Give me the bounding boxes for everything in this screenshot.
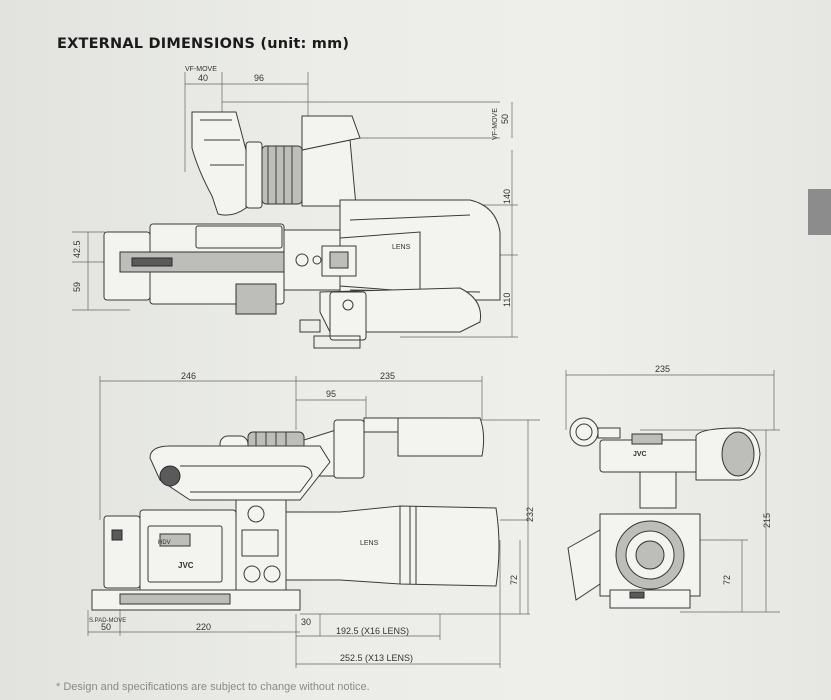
dim-width-246: 246 bbox=[181, 371, 196, 381]
top-view: VF-MOVE 40 96 LENS VF-MOVE 50 140 110 42… bbox=[72, 66, 518, 349]
dim-side-lens-72: 72 bbox=[509, 575, 519, 585]
page-edge-tab bbox=[808, 189, 831, 235]
vf-move-label: VF-MOVE bbox=[185, 66, 217, 73]
side-jvc-logo: JVC bbox=[178, 561, 194, 570]
s-pad-move-label: S.PAD-MOVE bbox=[89, 618, 126, 624]
dim-height-140: 140 bbox=[502, 189, 512, 204]
hdv-label: HDV bbox=[158, 540, 171, 546]
dim-top-width-96: 96 bbox=[254, 73, 264, 83]
side-view: HDV JVC LENS 246 235 95 232 72 S.PAD-MOV… bbox=[87, 371, 540, 668]
top-lens-label: LENS bbox=[392, 244, 411, 251]
dim-vf-move-40: 40 bbox=[198, 73, 208, 83]
vf-move-vertical-label: VF-MOVE bbox=[492, 108, 499, 140]
dim-height-110: 110 bbox=[502, 293, 512, 307]
dim-vf-move-50: 50 bbox=[500, 114, 510, 124]
dim-s-pad-move-50: 50 bbox=[101, 622, 111, 632]
dim-front-lens-72: 72 bbox=[722, 575, 732, 585]
dim-front-30: 30 bbox=[301, 617, 311, 627]
dim-handle-95: 95 bbox=[326, 389, 336, 399]
dim-lens-x16: 192.5 (X16 LENS) bbox=[336, 626, 409, 636]
dim-left-59: 59 bbox=[72, 282, 82, 292]
dim-base-220: 220 bbox=[196, 622, 211, 632]
front-jvc-logo: JVC bbox=[633, 451, 647, 458]
page-title: EXTERNAL DIMENSIONS (unit: mm) bbox=[57, 36, 350, 52]
dim-lens-x13: 252.5 (X13 LENS) bbox=[340, 653, 413, 663]
side-lens-label: LENS bbox=[360, 540, 379, 547]
dim-left-42-5: 42.5 bbox=[72, 240, 82, 258]
dim-height-232: 232 bbox=[525, 507, 535, 522]
dim-front-height-215: 215 bbox=[762, 513, 772, 528]
dim-width-235: 235 bbox=[380, 371, 395, 381]
footnote: * Design and specifications are subject … bbox=[56, 681, 370, 693]
front-view: JVC 235 215 72 bbox=[565, 364, 780, 613]
dim-front-width-235: 235 bbox=[655, 364, 670, 374]
